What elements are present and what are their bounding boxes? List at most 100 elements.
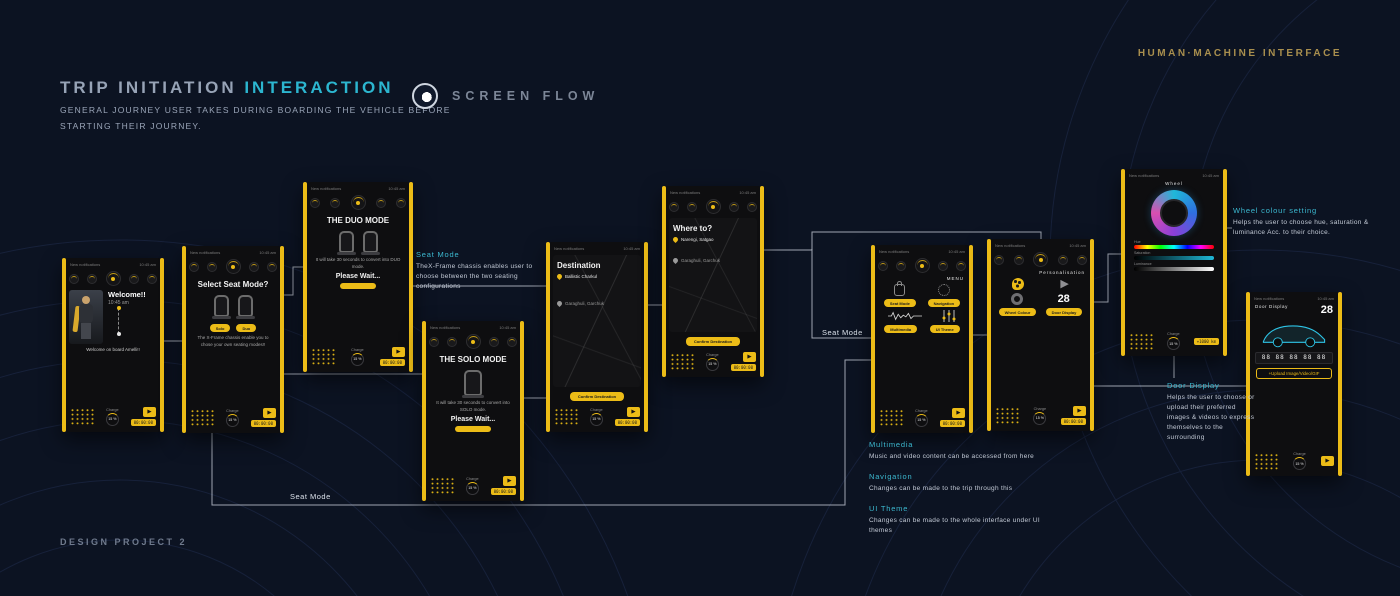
menu-item-ui-theme[interactable]: UI Theme [929, 325, 960, 333]
play-button[interactable]: ▶ [742, 352, 756, 362]
annotation-seat-mode: Seat Mode TheX-Frame chassis enables use… [416, 250, 533, 291]
car-illustration [1262, 325, 1326, 348]
screen-where-to: New notifications 10:45 am Where to? Nar… [662, 186, 764, 377]
palette-icon[interactable] [1012, 278, 1025, 290]
bottom-controls: Charge 15 % ▶ 00:00:00 [669, 349, 757, 377]
clock-text: 10:45 am [948, 249, 965, 254]
charge-gauge: 15 % [914, 413, 928, 427]
gauge-icon [87, 273, 98, 284]
keypad-grid[interactable] [1129, 332, 1153, 350]
media-play-icon[interactable]: ▶ [1060, 277, 1069, 290]
wheel-icon[interactable] [1011, 293, 1024, 305]
gauge-icon [507, 336, 517, 347]
menu-item-multimedia[interactable]: Multimedia [884, 325, 918, 333]
origin-label: Garaghuli, Garchuk [565, 301, 605, 306]
keypad-grid[interactable] [430, 477, 454, 494]
odometer-display: 00:00:00 [490, 488, 516, 495]
assistant-icon[interactable] [465, 334, 481, 349]
assistant-icon[interactable] [350, 195, 366, 210]
clock-text: 10:45 am [623, 246, 640, 251]
upload-button[interactable]: +Upload Image/Video/GIF [1256, 367, 1332, 379]
person-icon [81, 323, 91, 339]
gauge-icon [488, 336, 499, 347]
seat-icon[interactable] [235, 295, 255, 319]
footer-label: DESIGN PROJECT 2 [60, 537, 188, 547]
please-wait-text: Please Wait... [335, 273, 381, 281]
notifications-text: New notifications [1129, 173, 1160, 178]
keypad-grid[interactable] [70, 408, 94, 425]
navigation-icon[interactable] [937, 284, 950, 296]
bottom-controls: Charge 15 % +1000 km [1128, 329, 1220, 356]
keypad-grid[interactable] [670, 353, 694, 370]
status-bar: New notifications 10:45 am [878, 245, 966, 256]
dashboard-gauges [310, 193, 406, 212]
play-button[interactable]: ▶ [951, 408, 965, 418]
charge-gauge: 15 % [589, 412, 603, 426]
flow-label-seat-mode-right: Seat Mode [822, 328, 863, 337]
play-button[interactable]: ▶ [1321, 456, 1334, 466]
hue-slider[interactable] [1134, 245, 1214, 249]
assistant-icon[interactable] [705, 199, 721, 214]
wheel-colour-button[interactable]: Wheel Colour [998, 308, 1037, 316]
menu-item-seat-mode[interactable]: Seat Mode [883, 299, 916, 307]
seat-mode-icon[interactable] [894, 281, 906, 296]
gauge-icon [69, 273, 79, 284]
door-display-button[interactable]: Door Display [1045, 308, 1083, 316]
keypad-grid[interactable] [311, 348, 335, 365]
title-main: TRIP INITIATION [60, 78, 237, 97]
odometer-display: 00:00:00 [730, 364, 756, 371]
play-button[interactable]: ▶ [142, 407, 156, 417]
bottom-controls: Charge 15 % ▶ 00:00:00 [878, 405, 966, 433]
keypad-grid[interactable] [879, 409, 903, 426]
gauge-icon [147, 273, 157, 284]
play-button[interactable]: ▶ [262, 408, 276, 418]
equalizer-icon[interactable] [941, 310, 957, 322]
door-display-title: Door Display [1255, 304, 1288, 309]
status-bar: New notifications 10:45 am [189, 246, 277, 257]
confirm-destination-button[interactable]: Confirm Destination [685, 337, 741, 346]
waveform-icon[interactable] [887, 311, 922, 321]
duo-button[interactable]: Duo [236, 324, 257, 332]
map-view[interactable]: Where to? Narengi, Satgao Garaghuli, Gar… [669, 218, 757, 332]
seat-icon[interactable] [211, 295, 231, 319]
notifications-text: New notifications [1254, 296, 1285, 301]
clock-text: 10:45 am [739, 190, 756, 195]
play-button[interactable]: ▶ [626, 407, 640, 417]
flow-label-seat-mode-bottom: Seat Mode [290, 492, 331, 501]
temperature-value: 28 [1057, 293, 1070, 305]
play-button[interactable]: ▶ [391, 347, 405, 357]
saturation-slider[interactable] [1134, 256, 1214, 260]
keypad-grid[interactable] [995, 407, 1019, 424]
luminance-slider[interactable] [1134, 267, 1214, 271]
status-bar: New notifications 10:45 am [1128, 169, 1220, 180]
gauge-icon [207, 261, 218, 272]
assistant-icon[interactable] [225, 259, 241, 274]
bottom-controls: Charge 15 % ▶ [1253, 449, 1335, 476]
solo-button[interactable]: Solo [209, 324, 231, 332]
play-button[interactable]: ▶ [1072, 406, 1086, 416]
notifications-text: New notifications [670, 190, 701, 195]
assistant-icon[interactable] [914, 258, 930, 273]
status-bar: New notifications 10:45 am [310, 182, 406, 193]
title-accent: INTERACTION [244, 78, 394, 97]
assistant-icon[interactable] [1033, 252, 1048, 267]
bottom-controls: Charge 15 % ▶ 00:00:00 [429, 473, 517, 501]
seat-icon [336, 231, 356, 255]
clock-text: 10:45 am [1069, 243, 1086, 248]
play-button[interactable]: ▶ [502, 476, 516, 486]
keypad-grid[interactable] [1254, 452, 1278, 470]
assistant-icon[interactable] [105, 271, 121, 286]
confirm-destination-button[interactable]: Confirm Destination [569, 392, 625, 401]
gauge-icon [747, 201, 757, 212]
screen-flow-label: SCREEN FLOW [452, 89, 600, 103]
gauge-icon [310, 197, 320, 208]
gauge-icon [248, 261, 259, 272]
screen-personalisation: New notifications 10:45 am Personalisati… [987, 239, 1094, 431]
screen-seat-select: New notifications 10:45 am Select Seat M… [182, 246, 284, 433]
keypad-grid[interactable] [190, 409, 214, 426]
keypad-grid[interactable] [554, 408, 578, 425]
map-view[interactable]: Destination Ballistic Charkul Garaghuli,… [553, 255, 641, 387]
gauge-icon [1057, 254, 1068, 265]
menu-item-navigation[interactable]: Navigation [927, 299, 961, 307]
seat-icons [189, 295, 277, 319]
